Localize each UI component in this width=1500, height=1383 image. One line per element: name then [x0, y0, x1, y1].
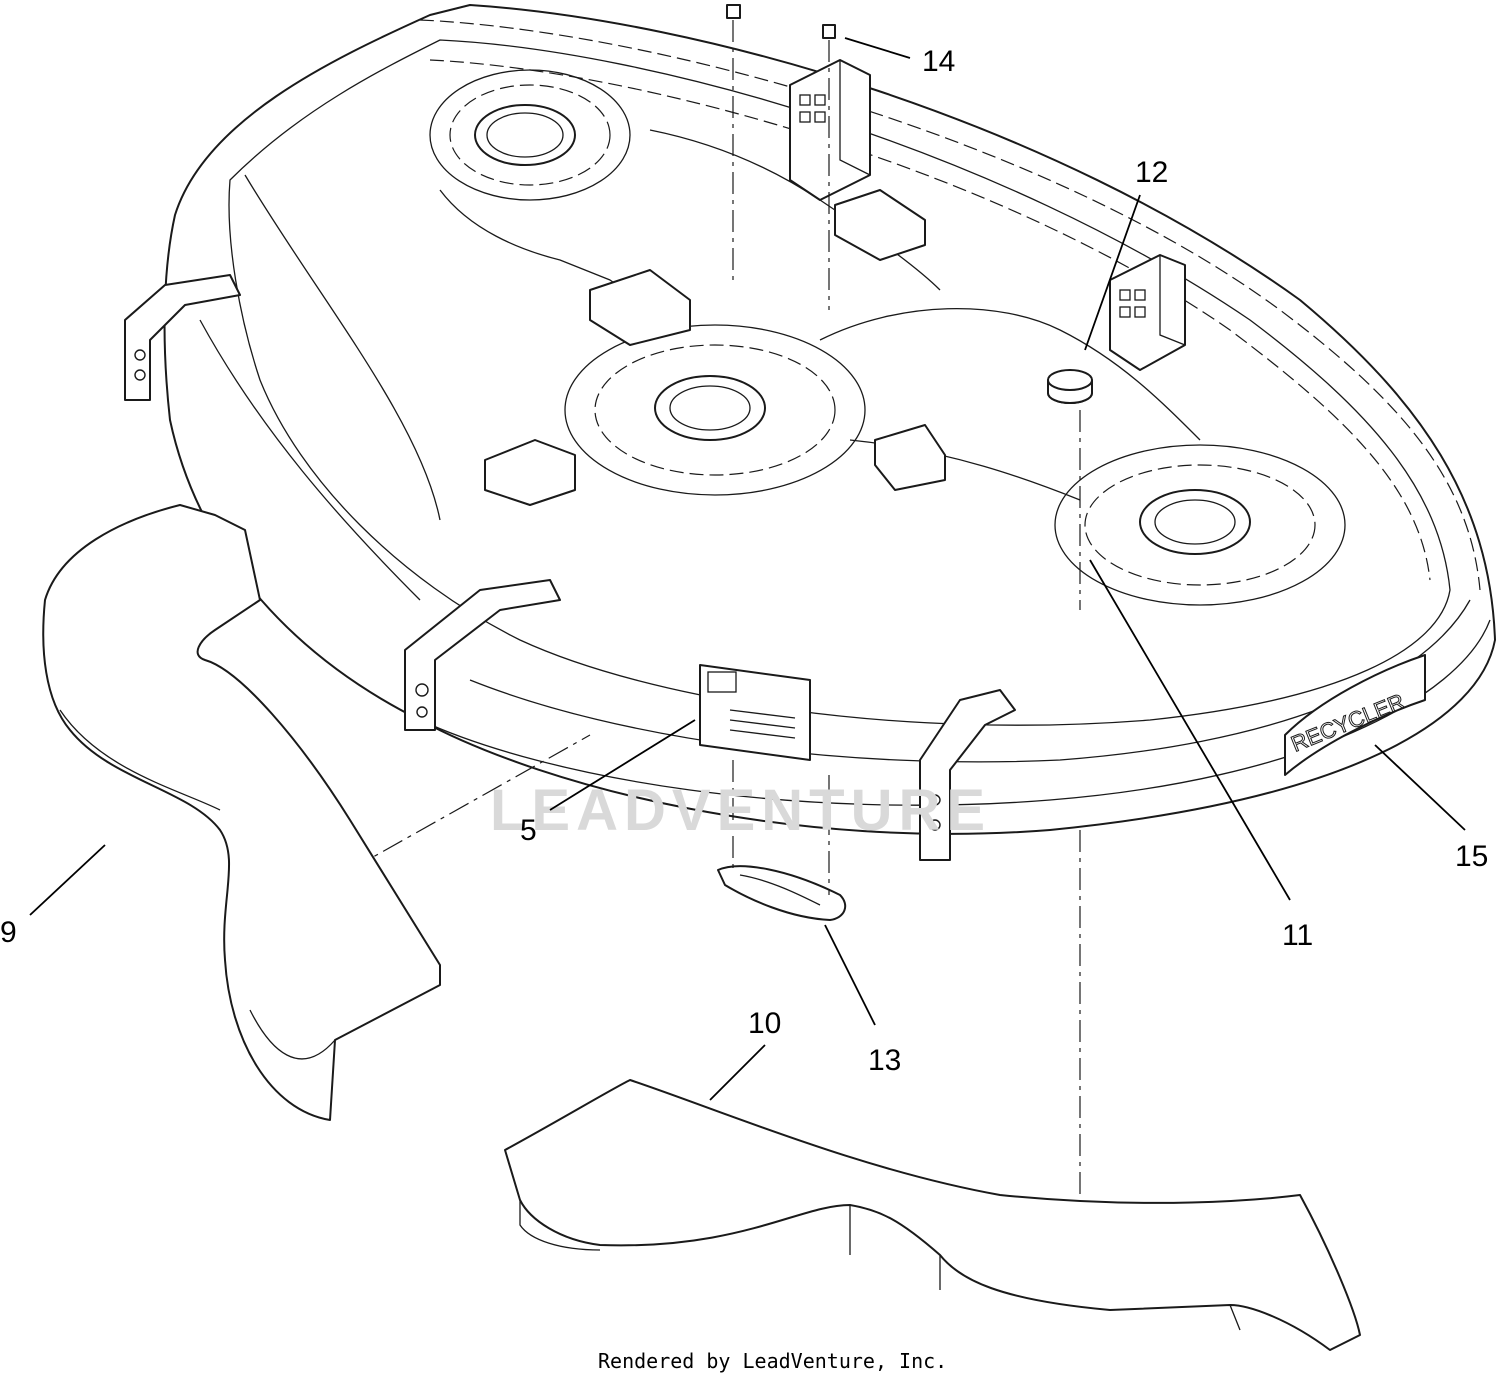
callout-14: 14 — [922, 45, 955, 78]
recycler-plug-knob — [1047, 369, 1093, 404]
right-spindle-mount — [1054, 444, 1346, 606]
hanger-bracket-center — [484, 439, 576, 506]
leader-lines — [29, 37, 1466, 1101]
height-bracket-rear — [789, 59, 871, 201]
hanger-bracket-right-front — [919, 689, 1016, 861]
callout-15: 15 — [1455, 840, 1488, 873]
render-credit: Rendered by LeadVenture, Inc. — [598, 1349, 947, 1373]
callout-10: 10 — [748, 1007, 781, 1040]
callout-11: 11 — [1282, 919, 1313, 952]
callout-12: 12 — [1135, 156, 1168, 189]
baffle-center — [504, 1079, 1361, 1351]
left-spindle-mount — [429, 69, 631, 201]
hanger-bracket-left-rear — [124, 274, 241, 401]
safety-decal — [699, 664, 811, 761]
center-spindle-mount — [564, 324, 866, 496]
callout-9: 9 — [0, 916, 17, 949]
callout-5: 5 — [520, 814, 537, 847]
height-bracket-right — [1109, 254, 1186, 371]
belt-guide — [589, 189, 946, 491]
watermark-text: LEADVENTURE — [490, 778, 991, 843]
callout-13: 13 — [868, 1044, 901, 1077]
baffle-left — [42, 504, 441, 1121]
hanger-bracket-left-front — [404, 579, 561, 731]
deflector-chute — [717, 865, 847, 921]
